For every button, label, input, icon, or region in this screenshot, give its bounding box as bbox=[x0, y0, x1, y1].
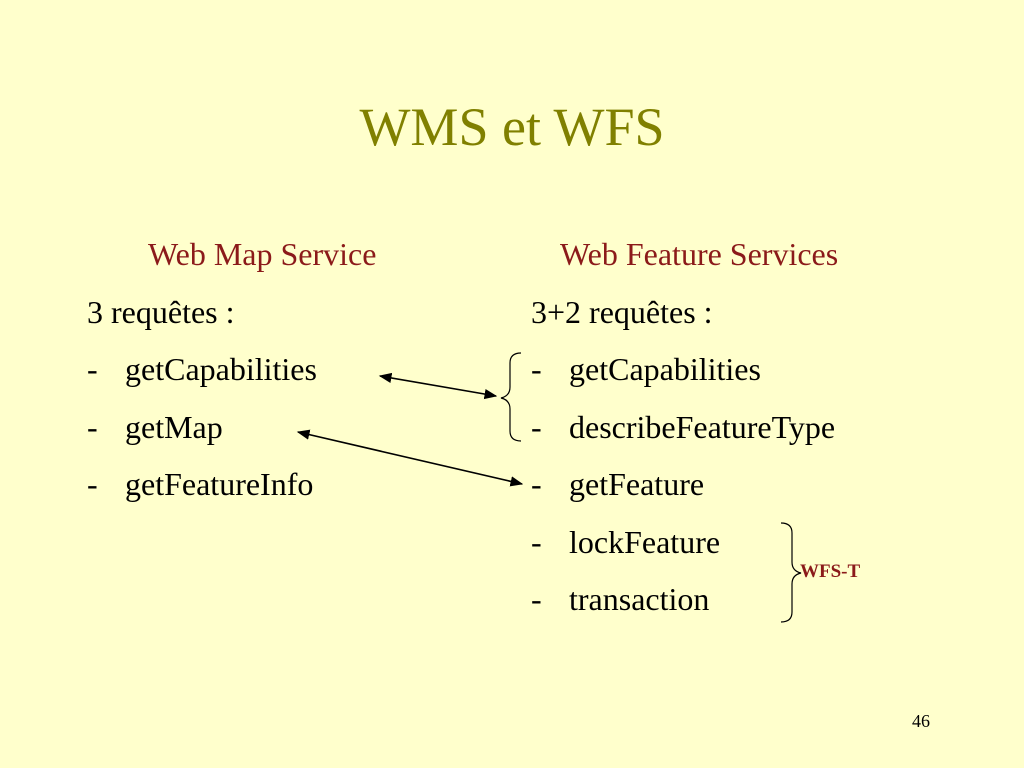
wfs-common-brace bbox=[500, 352, 522, 442]
wfs-t-brace bbox=[780, 522, 802, 623]
wms-bullet: - bbox=[87, 351, 98, 387]
wms-item-getcapabilities: getCapabilities bbox=[125, 351, 317, 387]
wfs-item-lockfeature: lockFeature bbox=[569, 524, 721, 560]
wfs-bullet: - bbox=[531, 581, 542, 617]
getmap-getfeature-arrow bbox=[296, 429, 524, 487]
wfs-bullet: - bbox=[531, 351, 542, 387]
wfs-item-transaction: transaction bbox=[569, 581, 710, 617]
wms-heading: Web Map Service bbox=[148, 236, 377, 272]
wfs-bullet: - bbox=[531, 466, 542, 502]
getcapabilities-arrow bbox=[378, 372, 498, 400]
page-number: 46 bbox=[912, 711, 930, 731]
wfs-bullet: - bbox=[531, 524, 542, 560]
wms-item-getfeatureinfo: getFeatureInfo bbox=[125, 466, 314, 502]
wms-bullet: - bbox=[87, 466, 98, 502]
wfs-t-label: WFS-T bbox=[800, 561, 861, 582]
wfs-bullet: - bbox=[531, 409, 542, 445]
wms-item-getmap: getMap bbox=[125, 409, 223, 445]
wfs-item-getfeature: getFeature bbox=[569, 466, 705, 502]
wms-count-label: 3 requêtes : bbox=[87, 294, 235, 330]
wfs-item-getcapabilities: getCapabilities bbox=[569, 351, 761, 387]
wfs-heading: Web Feature Services bbox=[560, 236, 839, 272]
wms-bullet: - bbox=[87, 409, 98, 445]
wfs-item-describefeaturetype: describeFeatureType bbox=[569, 409, 836, 445]
slide-title: WMS et WFS bbox=[359, 97, 665, 157]
wfs-count-label: 3+2 requêtes : bbox=[531, 294, 713, 330]
